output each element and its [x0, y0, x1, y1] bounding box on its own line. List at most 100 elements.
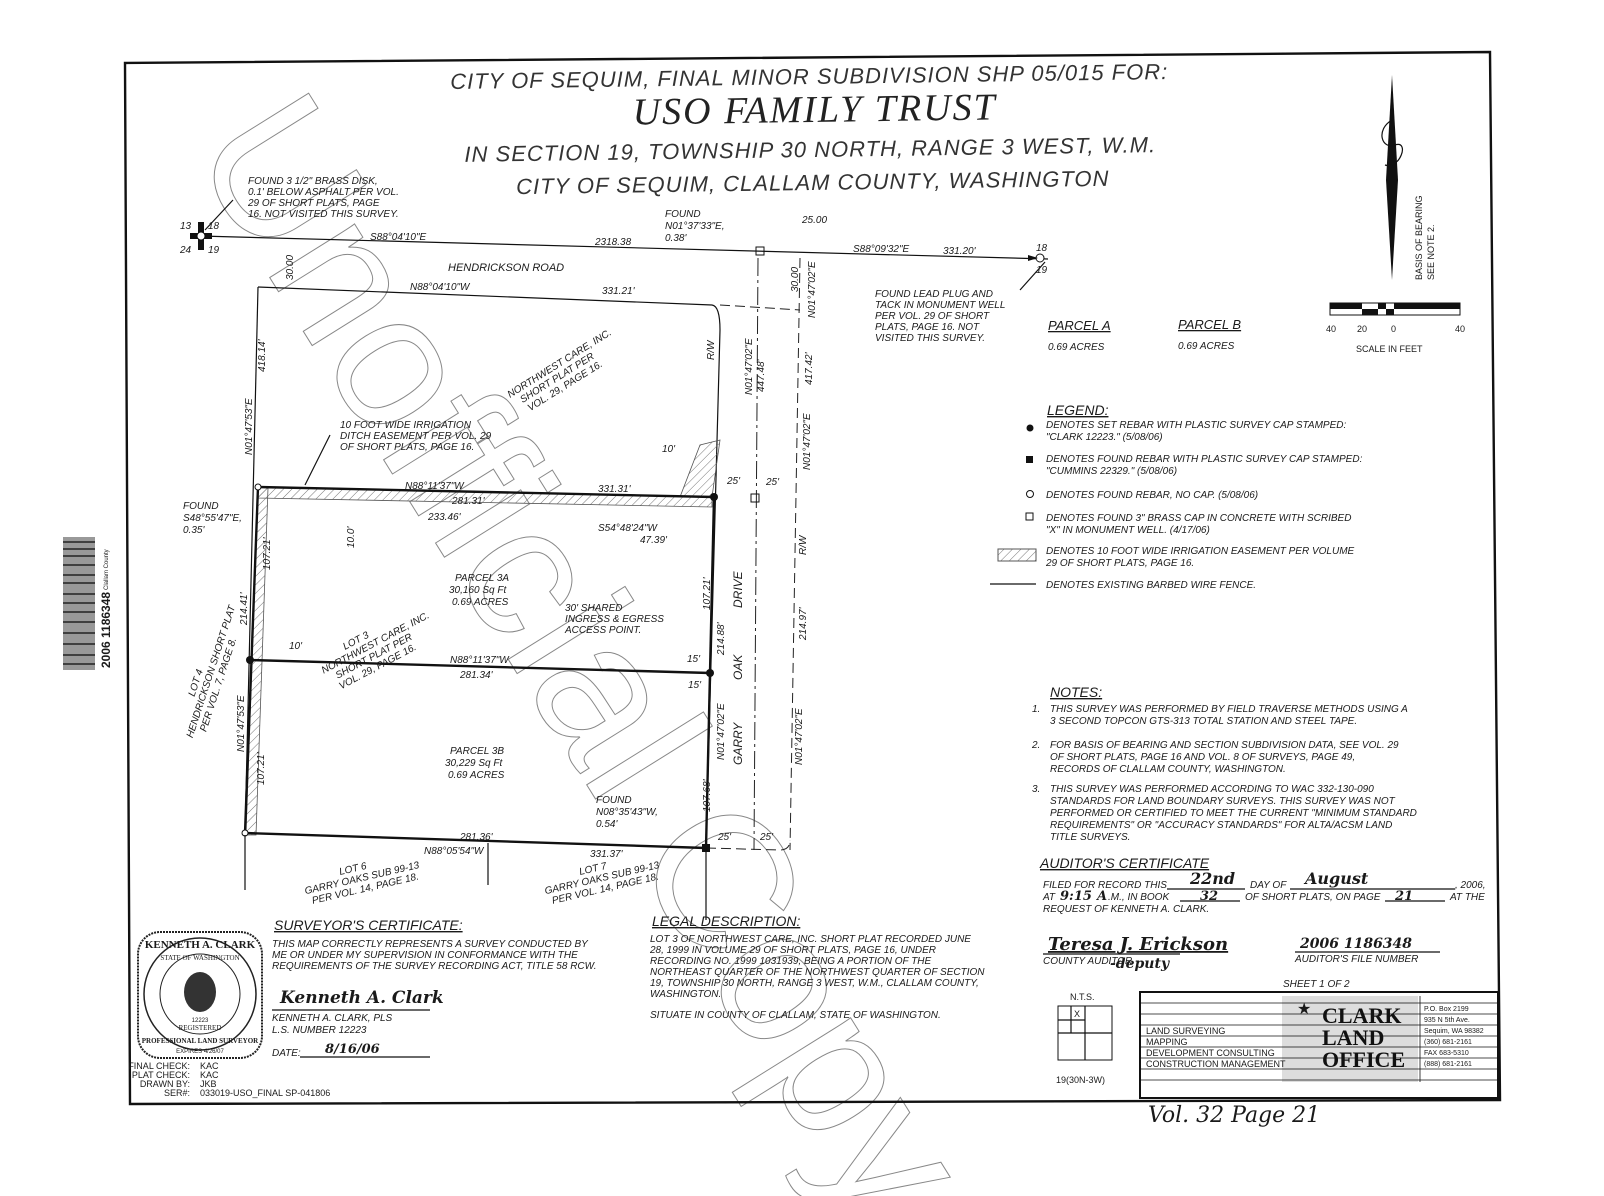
found-rebar-cap-icon	[1026, 456, 1033, 463]
notes: NOTES: 1. THIS SURVEY WAS PERFORMED BY F…	[1031, 684, 1417, 843]
contact-line: (888) 681-2161	[1424, 1061, 1472, 1068]
company-title-block: SHEET 1 OF 2 LAND SURVEYING MAPPING DEVE…	[1139, 979, 1499, 1099]
section-number: 18	[1036, 243, 1048, 254]
check-label: SER#:	[164, 1088, 190, 1098]
section-number: 13	[180, 221, 192, 232]
recording-annotation: Vol. 32 Page 21	[1148, 1103, 1320, 1128]
auditor-text: DAY OF	[1250, 880, 1287, 891]
bearing-label: N01°47'53"E	[244, 398, 255, 455]
bearing-label: N01°47'02"E	[716, 703, 727, 760]
note-found-sw: 0.35'	[183, 525, 205, 536]
basis-of-bearing-line-1: BASIS OF BEARING	[1414, 195, 1424, 280]
company-name: LAND	[1322, 1025, 1384, 1050]
note-lead-plug: PER VOL. 29 OF SHORT	[875, 311, 990, 322]
sheet-number: SHEET 1 OF 2	[1283, 979, 1350, 990]
street-name: GARRY	[731, 722, 745, 765]
service-item: LAND SURVEYING	[1146, 1026, 1225, 1036]
auditor-title: AUDITOR'S CERTIFICATE	[1039, 855, 1210, 871]
title-line-2: USO FAMILY TRUST	[632, 86, 998, 133]
seal-profession: PROFESSIONAL LAND SURVEYOR	[142, 1037, 259, 1045]
section-number: 24	[179, 245, 192, 256]
note-found-disk: 0.1' BELOW ASPHALT PER VOL.	[248, 187, 399, 198]
note-found-se: N08°35'43"W,	[596, 807, 658, 818]
surveyor-signature: Kenneth A. Clark	[279, 988, 444, 1008]
seal-state: STATE OF WASHINGTON	[160, 954, 239, 962]
bearing-label: N88°11'37"W	[405, 481, 465, 492]
easement-hatch-icon	[997, 548, 1037, 562]
legend-item: 29 OF SHORT PLATS, PAGE 16.	[1045, 558, 1194, 569]
nts-section: 19(30N-3W)	[1056, 1075, 1105, 1085]
note-found-disk: 16. NOT VISITED THIS SURVEY.	[248, 209, 399, 220]
contact-line: FAX 683-5310	[1424, 1050, 1469, 1057]
auditor-certificate: AUDITOR'S CERTIFICATE FILED FOR RECORD T…	[1039, 855, 1486, 972]
distance-label: 214.97'	[798, 606, 809, 641]
bearing-label: N88°05'54"W	[424, 846, 485, 857]
filed-ampm: A	[1095, 889, 1107, 904]
bearing-label: N01°47'02"E	[807, 261, 818, 318]
bearing-label: S88°04'10"E	[370, 232, 426, 243]
auditor-label: COUNTY AUDITOR	[1043, 956, 1132, 967]
note-found-sw: S48°55'47"E,	[183, 513, 242, 524]
seal-registered: REGISTERED	[179, 1024, 222, 1032]
distance-label: 15'	[688, 680, 702, 691]
note-access: INGRESS & EGRESS	[565, 614, 664, 625]
legal-text: WASHINGTON.	[650, 989, 721, 1000]
legal-text: 28, 1999 IN VOLUME 29 OF SHORT PLATS, PA…	[649, 945, 936, 956]
distance-label: 281.31'	[451, 496, 486, 507]
scale-tick: 40	[1455, 324, 1465, 334]
distance-label: 331.37'	[590, 849, 624, 860]
parcel-3b-area: 30,229 Sq Ft	[445, 758, 503, 769]
parcel-3b-acres: 0.69 ACRES	[448, 770, 505, 781]
note-text: OF SHORT PLATS, PAGE 16 AND VOL. 8 OF SU…	[1050, 752, 1355, 763]
distance-label: 107.68'	[702, 778, 713, 812]
note-access: 30' SHARED	[565, 603, 623, 614]
auditor-label: AUDITOR'S FILE NUMBER	[1294, 954, 1418, 965]
note-found-disk: 29 OF SHORT PLATS, PAGE	[247, 198, 380, 209]
note-found-se: 0.54'	[596, 819, 618, 830]
distance-label: 10.0'	[346, 526, 357, 548]
note-lead-plug: VISITED THIS SURVEY.	[875, 333, 985, 344]
section-locator: N.T.S. X 19(30N-3W)	[1056, 992, 1113, 1085]
distance-label: 2318.38	[594, 237, 632, 248]
distance-label: 417.42'	[804, 351, 815, 385]
auditor-file-number: 2006 1186348	[1299, 936, 1412, 952]
legal-text: LOT 3 OF NORTHWEST CARE, INC. SHORT PLAT…	[650, 934, 971, 945]
note-text: TITLE SURVEYS.	[1050, 832, 1130, 843]
legend-item: DENOTES 10 FOOT WIDE IRRIGATION EASEMENT…	[1046, 546, 1355, 557]
bearing-label: N01°47'02"E	[802, 413, 813, 470]
filed-time: 9:15	[1060, 889, 1092, 904]
distance-label: 107.21'	[702, 576, 713, 610]
title-block-header: CITY OF SEQUIM, FINAL MINOR SUBDIVISION …	[450, 59, 1168, 199]
bearing-label: N88°11'37"W	[450, 655, 510, 666]
legal-situate: SITUATE IN COUNTY OF CLALLAM, STATE OF W…	[650, 1010, 941, 1021]
note-lead-plug: TACK IN MONUMENT WELL	[875, 300, 1005, 311]
note-text: RECORDS OF CLALLAM COUNTY, WASHINGTON.	[1050, 764, 1286, 775]
legal-text: 19, TOWNSHIP 30 NORTH, RANGE 3 WEST, W.M…	[650, 978, 979, 989]
legend-item: DENOTES FOUND REBAR WITH PLASTIC SURVEY …	[1046, 454, 1363, 465]
note-text: REQUIREMENTS" OR "ACCURACY STANDARDS" FO…	[1050, 820, 1392, 831]
parcel-3b-label: PARCEL 3B	[450, 746, 504, 757]
note-found-n: FOUND	[665, 209, 701, 220]
note-ditch-easement: OF SHORT PLATS, PAGE 16.	[340, 442, 474, 453]
legend-item: DENOTES FOUND REBAR, NO CAP. (5/08/06)	[1046, 490, 1258, 501]
section-corner-icon	[190, 222, 212, 250]
nts-mark: X	[1074, 1009, 1080, 1019]
nts-label: N.T.S.	[1070, 992, 1095, 1002]
note-ditch-easement: DITCH EASEMENT PER VOL. 29	[340, 431, 492, 442]
set-rebar-icon	[246, 656, 254, 664]
distance-label: 107.21'	[262, 536, 273, 570]
title-line-3: IN SECTION 19, TOWNSHIP 30 NORTH, RANGE …	[464, 132, 1156, 167]
surveyor-certificate: SURVEYOR'S CERTIFICATE: THIS MAP CORRECT…	[272, 917, 597, 1059]
filed-book: 32	[1200, 889, 1218, 904]
section-number: 19	[1036, 265, 1048, 276]
check-label: FINAL CHECK:	[128, 1061, 190, 1071]
bearing-label: N88°04'10"W	[410, 282, 471, 293]
note-access: ACCESS POINT.	[564, 625, 641, 636]
surveyor-date: 8/16/06	[325, 1042, 380, 1057]
distance-label: 331.31'	[598, 484, 632, 495]
distance-label: 107.21'	[256, 751, 267, 785]
parcel-b-acres: 0.69 ACRES	[1178, 341, 1235, 352]
monument-icon	[1025, 512, 1034, 521]
legal-text: NORTHEAST QUARTER OF THE NORTHWEST QUART…	[650, 967, 985, 978]
